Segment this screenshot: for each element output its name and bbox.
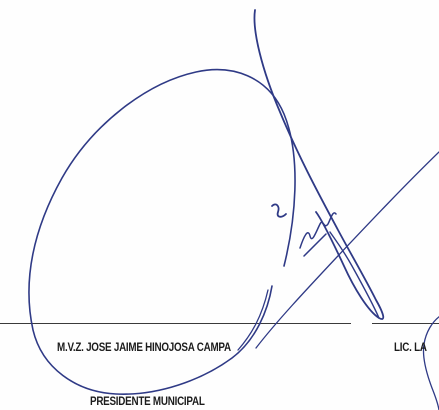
signature-scribble	[299, 212, 337, 257]
signature-lower-stroke	[237, 289, 269, 351]
signatory-name-left: M.V.Z. JOSE JAIME HINOJOSA CAMPA	[57, 340, 231, 354]
signature-diagonal-stroke	[255, 151, 439, 349]
signature-hook	[271, 203, 287, 218]
signature-main-stroke	[253, 9, 385, 320]
signature-line-right	[372, 323, 439, 324]
signatory-name-right: LIC. LA	[394, 340, 427, 354]
signatory-title-left: PRESIDENTE MUNICIPAL	[90, 394, 205, 408]
signature-flourish	[422, 315, 439, 410]
signature-return-stroke	[329, 231, 380, 319]
signature-loop-stroke	[28, 68, 296, 395]
signature-line-left	[0, 323, 351, 324]
